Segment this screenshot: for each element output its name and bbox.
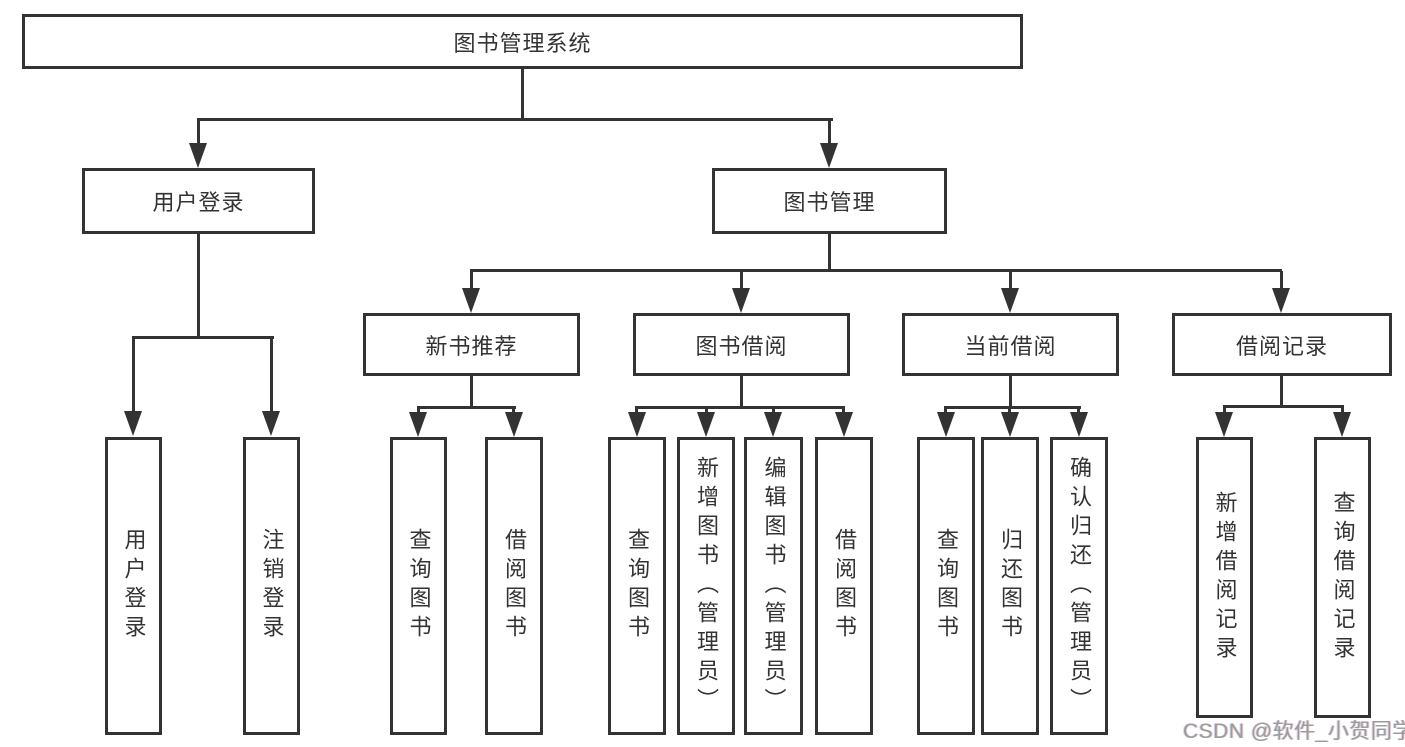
arrowhead-down-icon — [1333, 412, 1351, 437]
leaf-cb-confirm-return-label: 确认归还（管理员） — [1067, 455, 1092, 717]
node-book-mgmt: 图书管理 — [712, 168, 947, 234]
connector-line — [1223, 405, 1344, 408]
connector-line — [132, 336, 274, 339]
leaf-br-query-record: 查询借阅记录 — [1314, 437, 1371, 718]
leaf-br-add-record: 新增借阅记录 — [1196, 437, 1253, 718]
leaf-bb-query-book-label: 查询图书 — [625, 528, 650, 644]
connector-line — [521, 69, 524, 118]
node-new-book-rec-label: 新书推荐 — [425, 333, 518, 359]
leaf-logout-label: 注销登录 — [259, 528, 285, 644]
connector-line — [1341, 405, 1344, 414]
connector-line — [1280, 271, 1283, 288]
arrowhead-down-icon — [820, 143, 838, 168]
node-book-mgmt-label: 图书管理 — [783, 190, 876, 215]
leaf-rec-query-book: 查询图书 — [390, 437, 447, 735]
connector-line — [197, 234, 200, 337]
connector-line — [1009, 376, 1012, 407]
connector-line — [842, 406, 845, 414]
leaf-bb-add-book-label: 新增图书（管理员） — [694, 455, 719, 717]
arrowhead-down-icon — [1070, 412, 1088, 437]
arrowhead-down-icon — [189, 143, 207, 168]
csdn-watermark: CSDN @软件_小贺同学 — [1183, 720, 1405, 743]
connector-line — [470, 376, 473, 407]
connector-line — [944, 406, 1081, 409]
connector-line — [1009, 271, 1012, 288]
leaf-bb-edit-book: 编辑图书（管理员） — [744, 437, 803, 735]
connector-line — [828, 234, 831, 270]
arrowhead-down-icon — [835, 412, 853, 437]
connector-line — [828, 120, 831, 144]
arrowhead-down-icon — [697, 412, 715, 437]
leaf-rec-borrow-book: 借阅图书 — [485, 437, 543, 735]
node-book-borrow-label: 图书借阅 — [695, 333, 788, 359]
leaf-bb-borrow-book-label: 借阅图书 — [832, 528, 857, 644]
connector-line — [132, 338, 135, 412]
leaf-br-query-record-label: 查询借阅记录 — [1330, 490, 1356, 665]
arrowhead-down-icon — [1001, 288, 1019, 313]
arrowhead-down-icon — [937, 412, 955, 437]
connector-line — [772, 406, 775, 414]
leaf-rec-borrow-book-label: 借阅图书 — [502, 528, 527, 644]
leaf-logout: 注销登录 — [243, 437, 300, 735]
leaf-cb-return-book-label: 归还图书 — [998, 528, 1023, 644]
connector-line — [512, 406, 515, 414]
arrowhead-down-icon — [764, 412, 782, 437]
connector-line — [635, 406, 845, 409]
node-user-login: 用户登录 — [82, 168, 315, 234]
connector-line — [705, 406, 708, 414]
connector-line — [1280, 376, 1283, 406]
connector-line — [270, 338, 273, 412]
arrowhead-down-icon — [124, 411, 142, 436]
connector-line — [197, 118, 833, 121]
connector-line — [1223, 405, 1226, 414]
connector-line — [740, 271, 743, 288]
node-current-borrow: 当前借阅 — [902, 313, 1119, 376]
leaf-cb-query-book-label: 查询图书 — [934, 528, 959, 644]
connector-line — [417, 406, 516, 409]
node-book-borrow: 图书借阅 — [633, 313, 850, 376]
connector-line — [417, 406, 420, 414]
arrowhead-down-icon — [1215, 412, 1233, 437]
arrowhead-down-icon — [1272, 288, 1290, 313]
node-current-borrow-label: 当前借阅 — [964, 333, 1057, 359]
node-borrow-records: 借阅记录 — [1172, 313, 1392, 376]
connector-line — [1077, 406, 1080, 414]
leaf-user-login-label: 用户登录 — [121, 528, 147, 644]
node-root: 图书管理系统 — [22, 14, 1023, 69]
arrowhead-down-icon — [462, 288, 480, 313]
arrowhead-down-icon — [628, 412, 646, 437]
connector-line — [197, 120, 200, 144]
leaf-user-login: 用户登录 — [105, 437, 162, 735]
leaf-bb-add-book: 新增图书（管理员） — [677, 437, 735, 735]
connector-line — [470, 271, 473, 288]
connector-line — [740, 376, 743, 407]
node-root-label: 图书管理系统 — [453, 30, 592, 56]
leaf-cb-return-book: 归还图书 — [981, 437, 1039, 735]
leaf-bb-edit-book-label: 编辑图书（管理员） — [761, 455, 787, 717]
connector-line — [470, 269, 1282, 272]
node-user-login-label: 用户登录 — [152, 190, 245, 215]
leaf-cb-confirm-return: 确认归还（管理员） — [1050, 437, 1108, 735]
arrowhead-down-icon — [409, 412, 427, 437]
leaf-bb-borrow-book: 借阅图书 — [815, 437, 873, 735]
leaf-cb-query-book: 查询图书 — [917, 437, 975, 735]
arrowhead-down-icon — [1001, 412, 1019, 437]
node-borrow-records-label: 借阅记录 — [1235, 333, 1328, 359]
connector-line — [635, 406, 638, 414]
connector-line — [944, 406, 947, 414]
connector-line — [1008, 406, 1011, 414]
arrowhead-down-icon — [262, 411, 280, 436]
leaf-rec-query-book-label: 查询图书 — [406, 528, 432, 644]
leaf-bb-query-book: 查询图书 — [608, 437, 666, 735]
node-new-book-rec: 新书推荐 — [363, 313, 580, 376]
arrowhead-down-icon — [505, 412, 523, 437]
leaf-br-add-record-label: 新增借阅记录 — [1212, 490, 1238, 665]
arrowhead-down-icon — [732, 288, 750, 313]
